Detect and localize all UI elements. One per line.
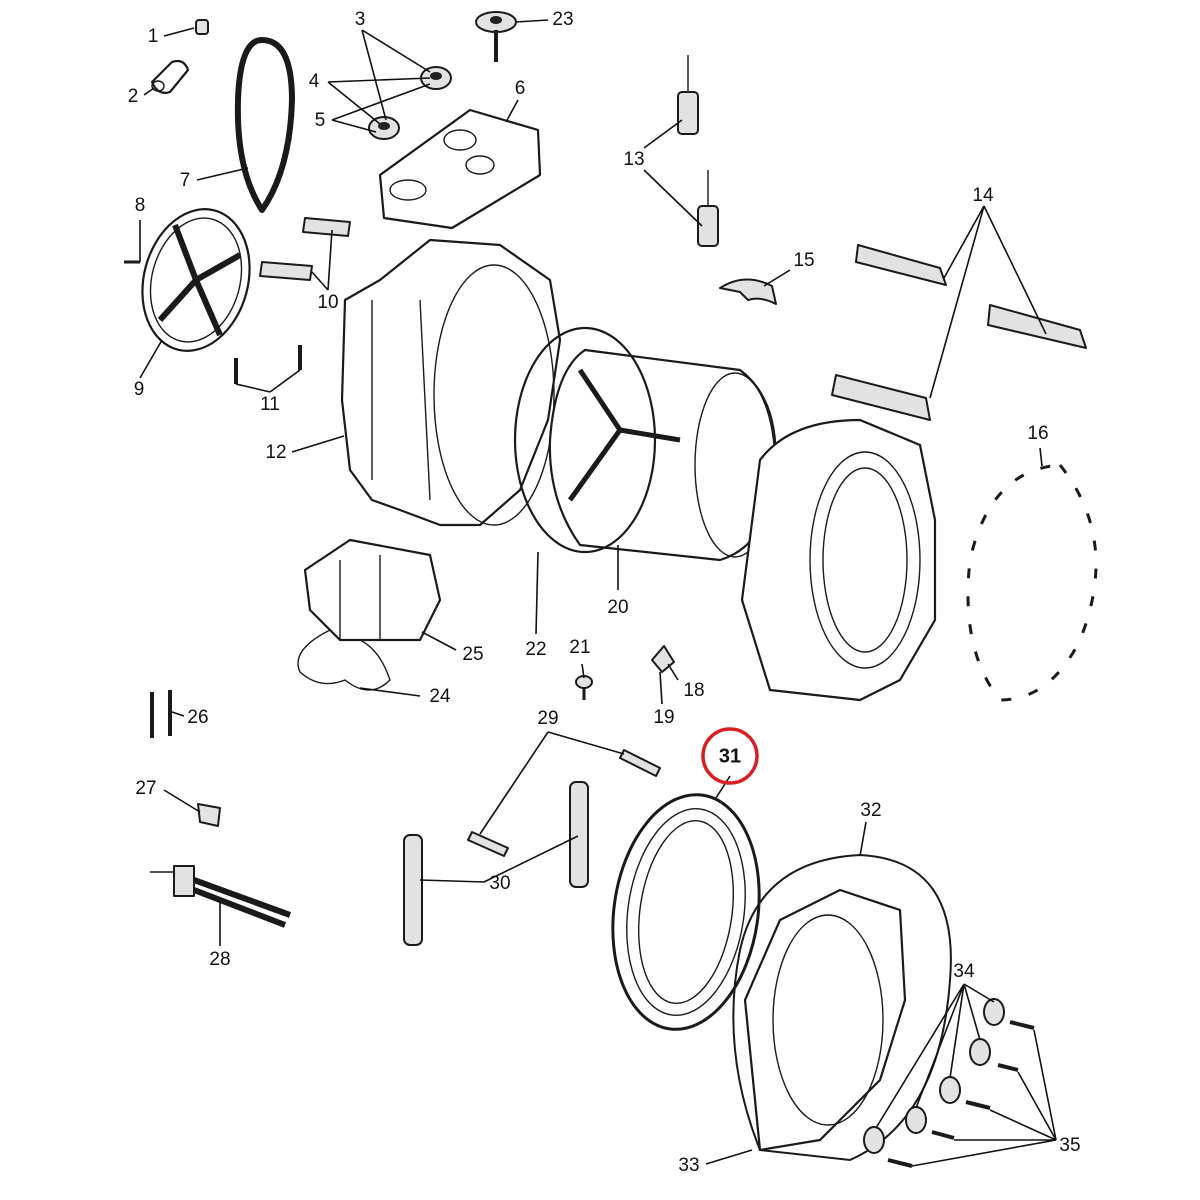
label-35: 35 bbox=[1059, 1135, 1080, 1156]
part-16-screw-set bbox=[966, 463, 1098, 702]
label-5: 5 bbox=[315, 110, 326, 131]
callout-labels: 1 2 3 4 5 6 7 8 9 10 11 12 13 14 15 16 1… bbox=[128, 9, 1081, 1176]
part-20-drum bbox=[548, 348, 777, 562]
label-11: 11 bbox=[260, 394, 280, 415]
label-4: 4 bbox=[309, 71, 320, 92]
label-20: 20 bbox=[607, 597, 628, 618]
part-22-ring bbox=[513, 326, 657, 554]
part-33-frame bbox=[743, 888, 907, 1152]
label-28: 28 bbox=[209, 949, 230, 970]
label-16: 16 bbox=[1027, 423, 1048, 444]
part-1-screw bbox=[195, 19, 209, 35]
label-6: 6 bbox=[515, 78, 526, 99]
part-10-brackets bbox=[259, 217, 351, 281]
label-26: 26 bbox=[187, 707, 208, 728]
label-21: 21 bbox=[569, 637, 590, 658]
label-31: 31 bbox=[719, 745, 741, 767]
part-27-clamp bbox=[197, 803, 221, 827]
label-18: 18 bbox=[683, 680, 704, 701]
part-25-motor bbox=[303, 538, 442, 642]
part-11-screws bbox=[234, 345, 302, 384]
label-33: 33 bbox=[678, 1155, 699, 1176]
label-32: 32 bbox=[860, 800, 881, 821]
label-24: 24 bbox=[429, 686, 451, 707]
label-29: 29 bbox=[537, 708, 558, 729]
label-3: 3 bbox=[355, 9, 366, 30]
part-7-belt bbox=[234, 37, 295, 213]
front-tub bbox=[740, 418, 937, 702]
label-27: 27 bbox=[135, 778, 156, 799]
part-2-bushing bbox=[150, 59, 190, 94]
part-14-bars bbox=[831, 244, 1087, 421]
part-21-screw bbox=[575, 675, 593, 700]
label-23: 23 bbox=[552, 9, 573, 30]
label-22: 22 bbox=[525, 639, 546, 660]
part-15-clip bbox=[719, 278, 777, 305]
part-35-screws bbox=[887, 1020, 1035, 1168]
label-7: 7 bbox=[180, 170, 191, 191]
part-13-springs bbox=[677, 55, 719, 247]
part-6-counterweight bbox=[378, 108, 542, 230]
part-26-screws bbox=[150, 690, 172, 738]
part-32-panel bbox=[732, 853, 952, 1162]
label-10: 10 bbox=[317, 292, 338, 313]
part-31-door-seal bbox=[611, 793, 761, 1031]
highlight-circle bbox=[701, 727, 759, 785]
part-5-nut bbox=[368, 116, 400, 140]
part-34-grommets bbox=[863, 998, 1005, 1154]
part-28-heater bbox=[150, 865, 292, 928]
label-19: 19 bbox=[653, 707, 674, 728]
label-34: 34 bbox=[953, 961, 975, 982]
label-13: 13 bbox=[623, 149, 644, 170]
label-15: 15 bbox=[793, 250, 814, 271]
leader-lines bbox=[139, 19, 1057, 1167]
label-14: 14 bbox=[972, 185, 994, 206]
label-1: 1 bbox=[148, 26, 159, 47]
part-9-pulley bbox=[141, 208, 251, 352]
label-9: 9 bbox=[134, 379, 145, 400]
label-8: 8 bbox=[135, 195, 146, 216]
part-24-wire bbox=[297, 629, 391, 691]
label-12: 12 bbox=[265, 442, 286, 463]
parts-artwork bbox=[124, 11, 1098, 1168]
part-23-bolt bbox=[475, 11, 517, 62]
part-29-pins bbox=[467, 749, 661, 857]
part-30-dampers bbox=[403, 781, 589, 946]
part-12-rear-tub bbox=[340, 238, 562, 527]
label-25: 25 bbox=[462, 644, 483, 665]
label-30: 30 bbox=[489, 873, 510, 894]
label-2: 2 bbox=[128, 86, 139, 107]
